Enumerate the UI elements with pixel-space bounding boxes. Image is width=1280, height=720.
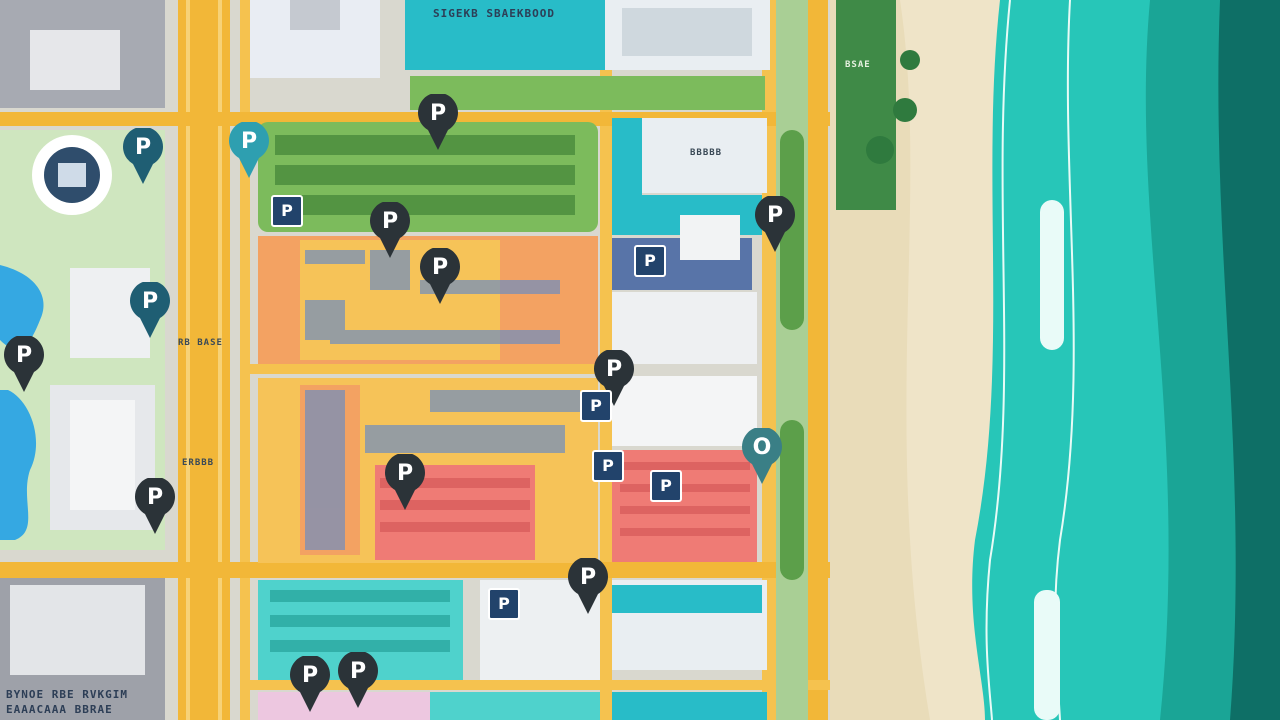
road-horizontal-2: [0, 562, 830, 578]
deep-water: [1218, 0, 1280, 720]
parking-square[interactable]: P: [488, 588, 520, 620]
left-street-1: RB BASE: [178, 338, 223, 348]
beach-road: [808, 0, 828, 720]
parking-pin[interactable]: P: [131, 478, 179, 536]
parking-pin[interactable]: P: [126, 282, 174, 340]
parking-square[interactable]: P: [580, 390, 612, 422]
parking-pin[interactable]: P: [414, 94, 462, 152]
bottom-left-sign-1: BYNOE RBE RVKGIM: [6, 688, 128, 701]
beach-park: [836, 0, 896, 210]
top-center-sign: SIGEKB SBAEKBOOD: [433, 7, 555, 20]
parking-pin[interactable]: P: [751, 196, 799, 254]
parking-pin[interactable]: P: [286, 656, 334, 714]
parking-pin[interactable]: P: [564, 558, 612, 616]
parking-square[interactable]: P: [650, 470, 682, 502]
bottom-left-sign-2: EAAACAAA BBRAE: [6, 703, 113, 716]
parking-square[interactable]: P: [271, 195, 303, 227]
beach-label: BSAE: [845, 60, 871, 70]
parking-pin[interactable]: O: [738, 428, 786, 486]
left-street-2: ERBBB: [182, 458, 215, 468]
main-road-vertical: [178, 0, 230, 720]
parking-pin[interactable]: P: [381, 454, 429, 512]
right-block-sign: BBBBB: [690, 148, 723, 158]
parking-pin[interactable]: P: [0, 336, 48, 394]
parking-square[interactable]: P: [592, 450, 624, 482]
parking-pin[interactable]: P: [225, 122, 273, 180]
parking-pin[interactable]: P: [416, 248, 464, 306]
parking-pin[interactable]: P: [334, 652, 382, 710]
pin-shape: [418, 94, 458, 150]
parking-pin[interactable]: P: [366, 202, 414, 260]
parking-square[interactable]: P: [634, 245, 666, 277]
parking-pin[interactable]: P: [590, 350, 638, 408]
parking-pin[interactable]: P: [119, 128, 167, 186]
